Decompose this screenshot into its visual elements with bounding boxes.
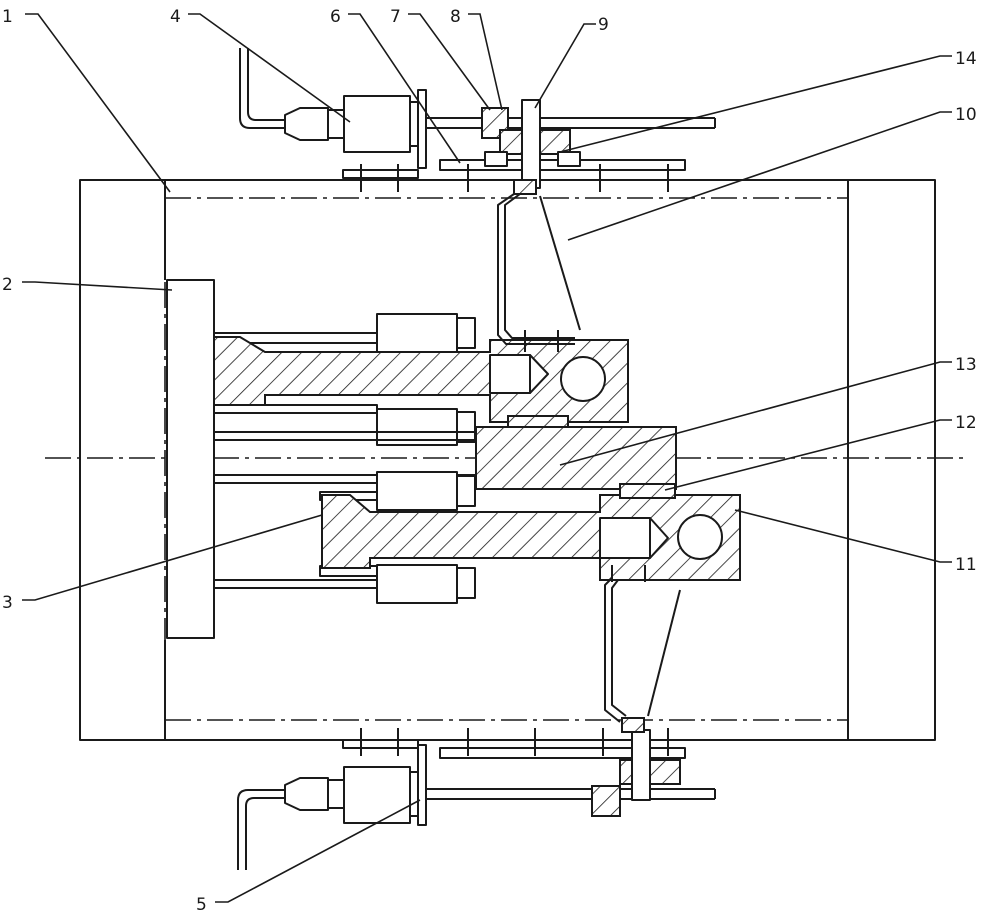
label-12: 12 xyxy=(955,413,977,433)
lower-cylinder xyxy=(320,472,740,603)
label-7: 7 xyxy=(390,7,401,27)
label-2: 2 xyxy=(2,275,13,295)
label-5: 5 xyxy=(196,895,207,915)
center-slide xyxy=(476,427,676,489)
upper-linkage xyxy=(440,100,685,352)
base-plate xyxy=(167,280,214,638)
label-11: 11 xyxy=(955,555,977,575)
label-4: 4 xyxy=(170,7,181,27)
label-3: 3 xyxy=(2,593,13,613)
label-14: 14 xyxy=(955,49,977,69)
label-10: 10 xyxy=(955,105,977,125)
lower-linkage xyxy=(440,565,685,816)
label-9: 9 xyxy=(598,15,609,35)
label-13: 13 xyxy=(955,355,977,375)
upper-cylinder xyxy=(214,314,628,445)
label-1: 1 xyxy=(2,7,13,27)
label-8: 8 xyxy=(450,7,461,27)
label-6: 6 xyxy=(330,7,341,27)
